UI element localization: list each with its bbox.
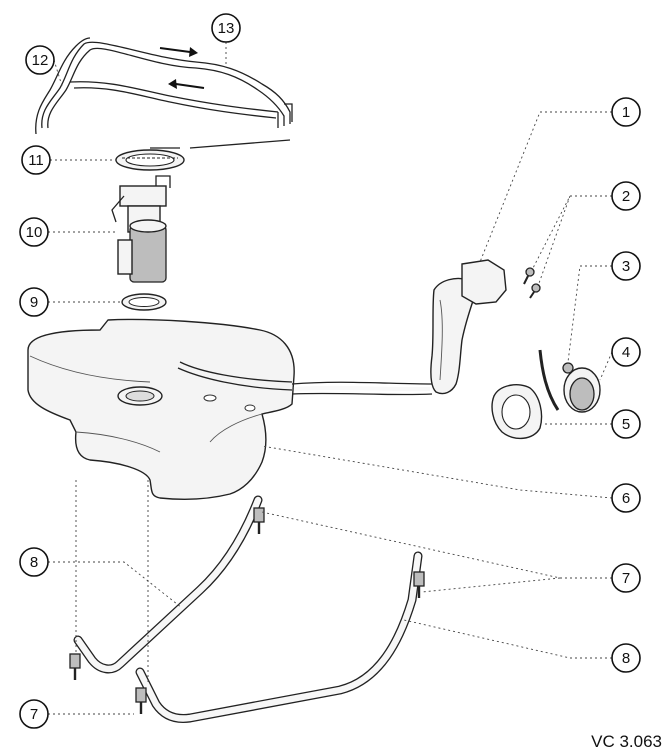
svg-text:6: 6 — [622, 490, 630, 507]
callout-7-left: 7 — [19, 699, 49, 729]
cap-tether — [538, 349, 574, 411]
filler-cap — [563, 367, 601, 413]
flow-arrow-right — [159, 47, 198, 57]
svg-text:13: 13 — [218, 20, 235, 37]
svg-text:8: 8 — [622, 650, 630, 667]
svg-text:3: 3 — [622, 258, 630, 275]
svg-text:9: 9 — [30, 294, 38, 311]
svg-text:1: 1 — [622, 104, 630, 121]
strap-bolts — [69, 507, 425, 714]
fuel-lines — [35, 37, 293, 149]
callout-10: 10 — [19, 217, 49, 247]
svg-text:5: 5 — [622, 416, 630, 433]
flow-arrow-left — [168, 79, 205, 89]
figure-reference-code: VC 3.063 — [591, 732, 662, 751]
filler-pipe — [177, 259, 507, 396]
callout-1: 1 — [611, 97, 641, 127]
tank-strap-left — [73, 495, 263, 674]
svg-text:8: 8 — [30, 554, 38, 571]
filler-neck-bolts — [523, 267, 541, 299]
callout-8-left: 8 — [19, 547, 49, 577]
callout-8-right: 8 — [611, 643, 641, 673]
svg-text:7: 7 — [30, 706, 38, 723]
svg-text:11: 11 — [28, 152, 44, 169]
callout-11: 11 — [21, 145, 51, 175]
callout-12: 12 — [25, 45, 55, 75]
callout-3: 3 — [611, 251, 641, 281]
callout-2: 2 — [611, 181, 641, 211]
tank-strap-right — [135, 551, 423, 723]
pump-lock-ring — [115, 149, 185, 171]
svg-text:2: 2 — [622, 188, 630, 205]
callout-6: 6 — [611, 483, 641, 513]
callout-4: 4 — [611, 337, 641, 367]
pump-seal-ring — [121, 293, 167, 311]
fuel-tank — [27, 318, 295, 500]
svg-text:10: 10 — [26, 224, 43, 241]
callout-7-right: 7 — [611, 563, 641, 593]
filler-bezel — [491, 384, 543, 439]
svg-text:12: 12 — [32, 52, 49, 69]
leader-lines — [48, 42, 613, 715]
callout-9: 9 — [19, 287, 49, 317]
svg-text:7: 7 — [622, 570, 630, 587]
callout-13: 13 — [211, 13, 241, 43]
callout-5: 5 — [611, 409, 641, 439]
fuel-pump-sender-unit — [111, 175, 171, 283]
svg-text:4: 4 — [622, 344, 630, 361]
